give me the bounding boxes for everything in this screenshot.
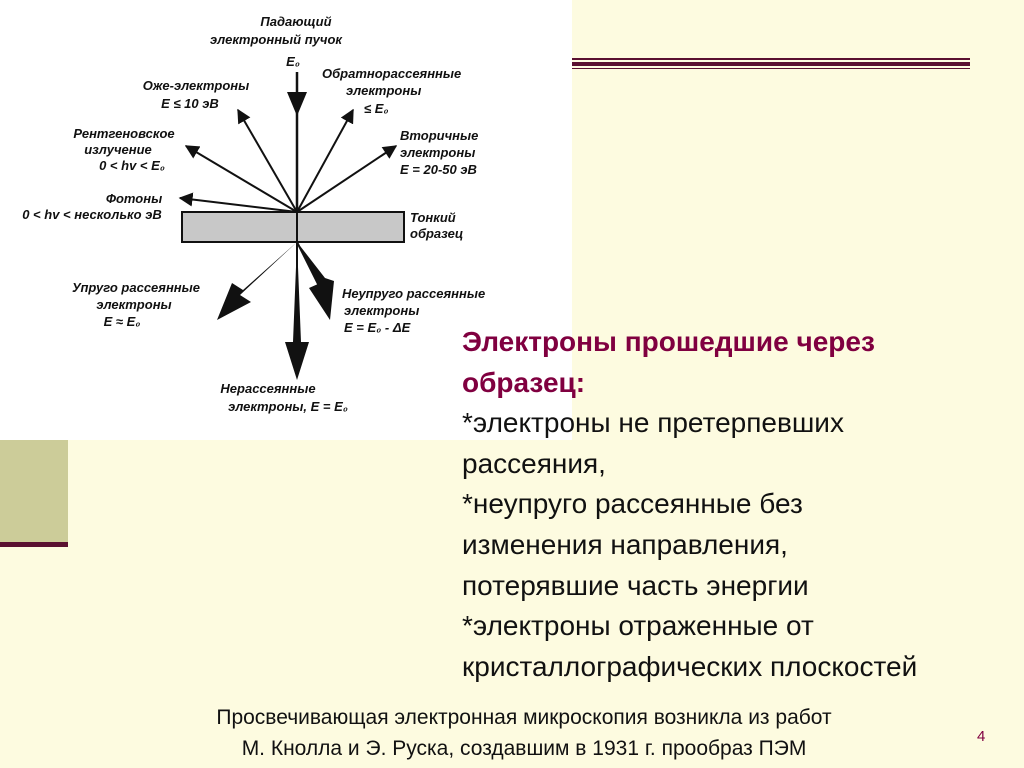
page-number: 4	[977, 728, 986, 745]
inelastic-stroke	[296, 241, 329, 305]
label-secondary-3: E = 20-50 эВ	[400, 162, 477, 177]
decorative-top-rule	[572, 68, 970, 69]
label-secondary-1: Вторичные	[400, 128, 478, 143]
label-secondary-2: электроны	[400, 145, 475, 160]
diagram-svg: Падающий электронный пучок E₀ Оже-электр…	[22, 14, 485, 414]
backscatter-arrow	[296, 108, 354, 213]
body-line: изменения направления,	[462, 528, 788, 560]
label-xray-1: Рентгеновское	[73, 126, 174, 141]
label-incident-2: электронный пучок	[210, 32, 343, 47]
decorative-top-rule	[572, 58, 970, 60]
label-backscatter-3: ≤ E₀	[364, 101, 389, 116]
decorative-top-rule	[572, 62, 970, 66]
footer-line-1: Просвечивающая электронная микроскопия в…	[216, 706, 832, 729]
label-auger-2: E ≤ 10 эВ	[161, 96, 219, 111]
elastic-arrow	[217, 242, 297, 320]
body-line: рассеяния,	[462, 447, 606, 479]
heading-line-2: образец:	[462, 366, 586, 398]
photons-arrow	[178, 192, 298, 213]
label-sample-2: образец	[410, 226, 463, 241]
label-sample-1: Тонкий	[410, 210, 456, 225]
label-inelastic-3: E = E₀ - ΔE	[344, 320, 411, 335]
secondary-arrow	[296, 145, 398, 213]
xray-arrow	[184, 145, 298, 213]
body-line: *электроны отраженные от	[462, 610, 814, 642]
inelastic-arrow	[297, 242, 334, 320]
label-unscattered-2: электроны, E = E₀	[228, 399, 348, 414]
transmitted-electrons-text: Электроны прошедшие через образец: *элек…	[462, 322, 1022, 687]
label-incident-3: E₀	[286, 54, 300, 69]
decorative-olive-block	[0, 440, 68, 542]
label-xray-3: 0 < hv < E₀	[99, 158, 165, 173]
label-xray-2: излучение	[84, 142, 152, 157]
label-auger-1: Оже-электроны	[143, 78, 250, 93]
thin-sample	[181, 211, 405, 243]
heading-line-1: Электроны прошедшие через	[462, 326, 875, 357]
footer-caption: Просвечивающая электронная микроскопия в…	[100, 702, 948, 764]
label-photons-1: Фотоны	[106, 191, 162, 206]
label-incident-1: Падающий	[260, 14, 331, 29]
electron-interaction-diagram: Падающий электронный пучок E₀ Оже-электр…	[0, 0, 572, 440]
decorative-left-bar	[0, 542, 68, 547]
label-elastic-1: Упруго рассеянные	[72, 280, 200, 295]
auger-arrow	[237, 108, 298, 213]
body-line: *неупруго рассеянные без	[462, 488, 803, 520]
body-line: потерявшие часть энергии	[462, 569, 809, 601]
label-unscattered-1: Нерассеянные	[220, 381, 315, 396]
label-photons-2: 0 < hv < несколько эВ	[22, 207, 162, 222]
label-inelastic-2: электроны	[344, 303, 419, 318]
body-line: *электроны не претерпевших	[462, 407, 844, 439]
label-backscatter-1: Обратнорассеянные	[322, 66, 461, 81]
incident-beam-arrowhead	[287, 92, 307, 116]
footer-line-2: М. Кнолла и Э. Руска, создавшим в 1931 г…	[241, 737, 807, 760]
label-inelastic-1: Неупруго рассеянные	[342, 286, 485, 301]
body-line: кристаллографических плоскостей	[462, 650, 918, 682]
label-backscatter-2: электроны	[346, 83, 421, 98]
label-elastic-2: электроны	[96, 297, 171, 312]
label-elastic-3: E ≈ E₀	[104, 314, 141, 329]
